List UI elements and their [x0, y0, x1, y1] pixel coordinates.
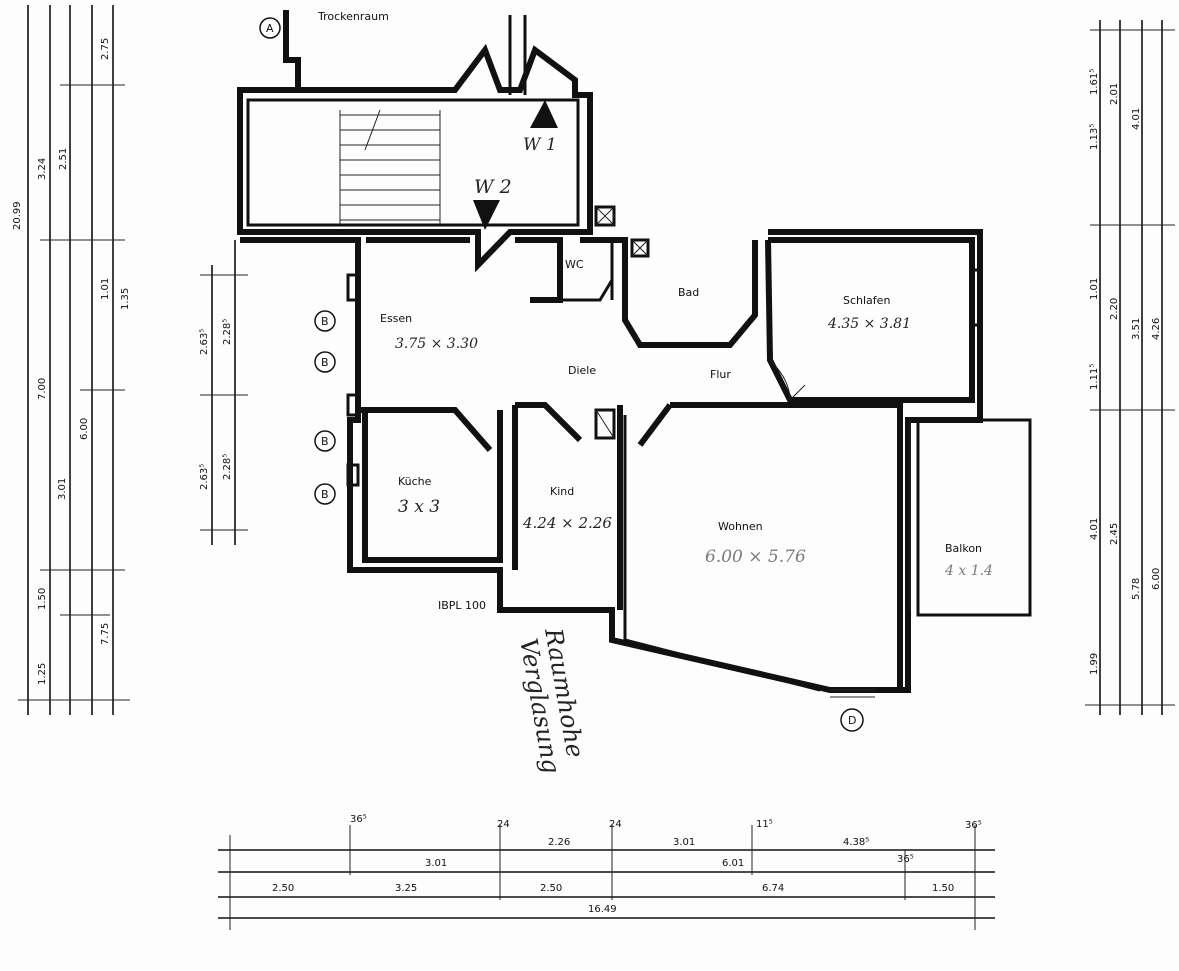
w1-marker: W 1	[523, 100, 558, 155]
wohnen-size: 6.00 × 5.76	[705, 547, 806, 567]
bottom-dim-r1-5: 11⁵	[756, 819, 773, 830]
right-dim-8: 2.20	[1109, 298, 1120, 320]
w2-marker: W 2	[473, 176, 512, 230]
right-dim-11: 5.78	[1131, 578, 1142, 600]
left-mid-dim-3: 2.28⁵	[222, 319, 233, 345]
marker-b-3: B	[321, 435, 329, 448]
left-dim-5: 1.25	[37, 663, 48, 685]
bottom-dim-r2-2: 36⁵	[897, 854, 914, 865]
bottom-dim-r3-0: 2.50	[272, 883, 294, 894]
left-dim-2: 7.00	[37, 378, 48, 400]
bad-label: Bad	[678, 286, 699, 299]
marker-a: A	[266, 22, 274, 35]
bottom-dim-r1-1: 24	[497, 819, 510, 830]
right-dim-4: 1.11⁵	[1089, 364, 1100, 390]
bottom-dim-r2-1: 6.01	[722, 858, 744, 869]
schlafen-label: Schlafen	[843, 294, 890, 307]
left-dim-1: 3.24	[37, 158, 48, 180]
left-dim-outer: 20.99	[12, 201, 23, 230]
left-dim-10: 1.01	[100, 278, 111, 300]
bottom-dim-total: 16.49	[588, 904, 617, 915]
bottom-dim-r2-0: 3.01	[425, 858, 447, 869]
right-dim-2: 1.13⁵	[1089, 124, 1100, 150]
window-markers: B B B B D	[314, 310, 864, 732]
apartment-walls	[240, 229, 1032, 698]
right-dim-10: 3.51	[1131, 318, 1142, 340]
left-mid-dim-1: 2.63⁵	[199, 329, 210, 355]
marker-b-4: B	[321, 488, 329, 501]
bottom-dim-r1-7: 36⁵	[965, 820, 982, 831]
kueche-size: 3 x 3	[398, 497, 440, 517]
right-dim-13: 4.26	[1151, 318, 1162, 340]
right-dimension-chain: 1.61⁵ 1.13⁵ 1.01 1.11⁵ 4.01 1.99 2.01 2.…	[1085, 20, 1175, 715]
left-dim-6: 2.51	[58, 148, 69, 170]
bottom-dim-r1-3: 24	[609, 819, 622, 830]
bottom-dim-r1-2: 2.26	[548, 837, 570, 848]
right-dim-5: 4.01	[1089, 518, 1100, 540]
ibpl-label: IBPL 100	[438, 599, 486, 612]
bottom-dimension-chain: 36⁵ 24 2.26 24 3.01 11⁵ 4.38⁵ 36⁵ 3.01 6…	[218, 814, 995, 930]
left-dim-11: 1.35	[120, 288, 131, 310]
flur-label: Flur	[710, 368, 731, 381]
right-dim-3: 1.01	[1089, 278, 1100, 300]
left-dim-8: 2.75	[100, 38, 111, 60]
bottom-dim-r3-4: 1.50	[932, 883, 954, 894]
right-dim-7: 2.01	[1109, 83, 1120, 105]
bottom-dim-r3-2: 2.50	[540, 883, 562, 894]
balkon-label: Balkon	[945, 542, 982, 555]
right-dim-9: 2.45	[1109, 523, 1120, 545]
kueche-label: Küche	[398, 475, 432, 488]
bottom-dim-r3-3: 6.74	[762, 883, 784, 894]
stair-treads	[339, 109, 441, 225]
wc-label: WC	[565, 258, 584, 271]
bottom-dim-r1-4: 3.01	[673, 837, 695, 848]
bottom-dim-r3-1: 3.25	[395, 883, 417, 894]
left-dim-4: 1.50	[37, 588, 48, 610]
essen-label: Essen	[380, 312, 412, 325]
left-dim-3: 3.01	[57, 478, 68, 500]
left-mid-dim-4: 2.28⁵	[222, 454, 233, 480]
left-dim-7: 6.00	[79, 418, 90, 440]
kind-size: 4.24 × 2.26	[522, 514, 612, 532]
balkon-size: 4 x 1.4	[944, 563, 993, 579]
w2-label: W 2	[474, 176, 512, 198]
diele-label: Diele	[568, 364, 596, 377]
left-dimension-chain: 20.99 3.24 7.00 3.01 1.50 1.25 2.51 6.00…	[12, 5, 131, 715]
handwritten-note: Raumhohe Verglasung	[514, 625, 589, 776]
schlafen-size: 4.35 × 3.81	[827, 316, 911, 332]
marker-d: D	[848, 714, 856, 727]
left-dim-9: 7.75	[100, 623, 111, 645]
room-labels: Essen 3.75 × 3.30 WC Bad Schlafen 4.35 ×…	[380, 258, 993, 612]
kind-label: Kind	[550, 485, 574, 498]
bottom-dim-r1-0: 36⁵	[350, 814, 367, 825]
stairwell	[237, 10, 616, 273]
w1-label: W 1	[523, 135, 557, 155]
marker-b-2: B	[321, 356, 329, 369]
right-dim-6: 1.99	[1089, 653, 1100, 675]
right-dim-12: 4.01	[1131, 108, 1142, 130]
wohnen-label: Wohnen	[718, 520, 763, 533]
bottom-dim-r1-6: 4.38⁵	[843, 837, 869, 848]
left-mid-dim-2: 2.63⁵	[199, 464, 210, 490]
right-dim-14: 6.00	[1151, 568, 1162, 590]
marker-a-circle	[259, 17, 281, 39]
trockenraum-label: Trockenraum	[317, 10, 389, 23]
left-mid-dimensions: 2.63⁵ 2.63⁵ 2.28⁵ 2.28⁵	[199, 240, 248, 545]
marker-b-1: B	[321, 315, 329, 328]
right-dim-1: 1.61⁵	[1089, 69, 1100, 95]
essen-size: 3.75 × 3.30	[395, 336, 478, 352]
